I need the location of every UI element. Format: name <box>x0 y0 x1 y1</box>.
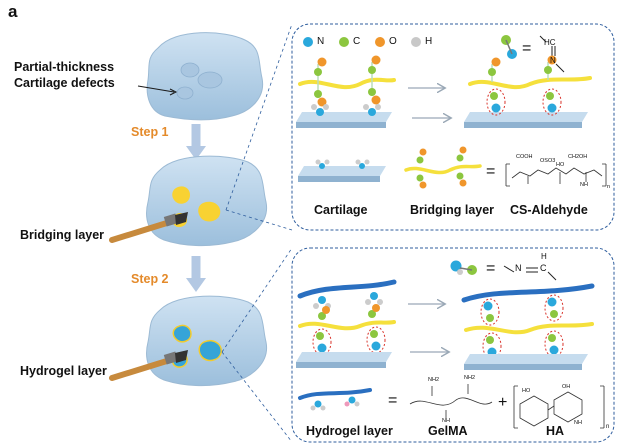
cartilage-slab-top-left <box>296 112 392 128</box>
cs-chem-ho: HO <box>556 162 565 168</box>
ha-chem-nh: NH <box>574 420 582 426</box>
legend-c-atom <box>339 37 349 47</box>
bridging-legend-chain <box>404 146 482 189</box>
cs-equals: = <box>486 163 496 180</box>
caption-ha: HA <box>546 424 565 438</box>
cs-aldehyde-structure <box>505 163 607 187</box>
hydrogel-layer-label: Hydrogel layer <box>20 364 107 378</box>
bridging-detail-panel <box>291 23 615 231</box>
cartilage-slab-top-right <box>464 112 588 128</box>
ha-chem-oh: OH <box>562 384 571 390</box>
imine-molecule-icon <box>501 35 517 59</box>
caption-cs-aldehyde: CS-Aldehyde <box>510 203 588 217</box>
plus-sign: + <box>498 394 508 411</box>
connector-top-1 <box>225 23 293 211</box>
legend-n-atom <box>303 37 313 47</box>
imine-hc-text: HC <box>544 38 556 47</box>
caption-cartilage: Cartilage <box>314 203 368 217</box>
defects-label-line1: Partial-thickness <box>14 60 115 74</box>
imine-equals-bottom: = <box>486 260 496 277</box>
brush-1-icon <box>109 212 188 243</box>
atom-legend <box>303 37 421 47</box>
imine-n-text: N <box>550 56 556 65</box>
amine-on-hydrogel-left <box>313 292 383 309</box>
cs-chem-cooh: COOH <box>516 154 533 160</box>
caption-bridging-layer: Bridging layer <box>410 203 495 217</box>
panel-letter: a <box>8 2 18 21</box>
cartilage-slab-bottom-left <box>296 352 392 368</box>
cartilage-hydrogel-illustration <box>146 295 268 387</box>
hydrogel-chain-right <box>461 283 595 303</box>
bridging-chain-bottom-left <box>298 320 396 331</box>
hydrogel-detail-panel <box>291 247 615 443</box>
cs-chem-oso3: OSO3 <box>540 158 556 164</box>
cs-chem-n: n <box>607 184 611 190</box>
cs-chem-nh: NH <box>580 182 588 188</box>
step1-label: Step 1 <box>131 125 169 139</box>
caption-gelma: GelMA <box>428 424 468 438</box>
gelma-chem-nh2-1: NH2 <box>428 377 440 383</box>
imine-bond-icon <box>450 260 477 275</box>
cs-chem-ch2oh: CH2OH <box>568 154 588 160</box>
cartilage-bridging-illustration <box>146 155 268 247</box>
bridging-chain-left <box>298 77 396 90</box>
legend-o-label: O <box>389 36 397 47</box>
bonded-groups-top-right <box>486 55 562 116</box>
imine-bottom-h: H <box>541 252 547 261</box>
step2-label: Step 2 <box>131 272 169 286</box>
defect-pointer <box>137 85 175 93</box>
legend-c-label: C <box>353 36 361 47</box>
imine-bottom-c: C <box>540 263 547 273</box>
legend-h-atom <box>411 37 421 47</box>
defects-label-line2: Cartilage defects <box>14 76 115 90</box>
legend-h-label: H <box>425 36 433 47</box>
ha-chem-n: n <box>606 424 610 430</box>
bridging-chain-bottom-right <box>464 322 594 335</box>
gelma-chem-nh2-2: NH2 <box>464 375 476 381</box>
bridging-layer-label: Bridging layer <box>20 228 105 242</box>
bonded-groups-bottom-left <box>312 304 386 356</box>
connector-bottom-1 <box>221 247 293 353</box>
cartilage-slab-bottom-right <box>464 354 588 370</box>
imine-bottom-n: N <box>515 263 522 273</box>
brush-2-icon <box>109 350 188 381</box>
legend-o-atom <box>375 37 385 47</box>
hydrogel-legend-chain <box>298 388 372 411</box>
gelma-structure <box>409 384 493 418</box>
cartilage-legend-slab <box>298 159 386 182</box>
hydrogel-chain-left <box>297 279 397 299</box>
aldehyde-groups-left <box>314 55 381 107</box>
imine-equals-top: = <box>522 40 532 57</box>
legend-n-label: N <box>317 36 325 47</box>
connector-bottom-2 <box>221 351 293 443</box>
ha-structure <box>513 385 605 429</box>
gelma-equals: = <box>388 392 398 409</box>
cartilage-defects-illustration <box>146 32 264 121</box>
ha-chem-ho: HO <box>522 388 531 394</box>
gelma-chem-nh: NH <box>442 418 450 424</box>
amine-groups-left <box>311 104 381 116</box>
bridging-chain-right <box>468 76 592 90</box>
caption-hydrogel-layer: Hydrogel layer <box>306 424 393 438</box>
